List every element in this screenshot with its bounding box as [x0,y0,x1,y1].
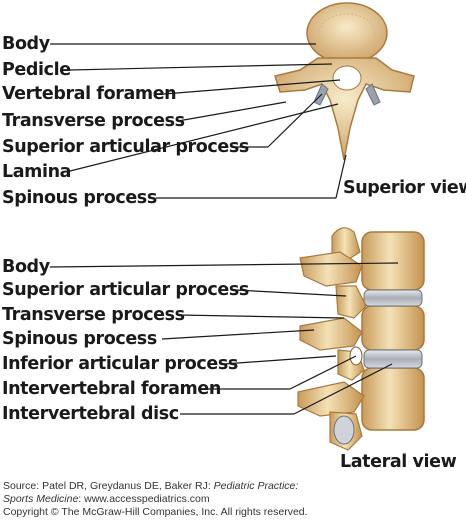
lateral-label-intervertebral-disc: Intervertebral disc [2,404,179,424]
superior-label-superior-articular-process: Superior articular process [2,137,249,157]
source-prefix: Source: Patel DR, Greydanus DE, Baker RJ… [3,480,214,492]
lateral-spine-drawing [297,227,425,451]
lateral-label-transverse-process: Transverse process [2,305,185,325]
lateral-label-inferior-articular-process: Inferior articular process [2,354,238,374]
copyright-line: Copyright © The McGraw-Hill Companies, I… [3,506,308,518]
source-title-continued: Sports Medicine [3,493,79,505]
superior-label-spinous-process: Spinous process [2,188,157,208]
lateral-label-intervertebral-foramen: Intervertebral foramen [2,379,221,399]
superior-view-caption: Superior view [343,178,466,198]
source-citation-line-1: Source: Patel DR, Greydanus DE, Baker RJ… [3,480,298,493]
superior-label-transverse-process: Transverse process [2,111,185,131]
lateral-leader-lines [49,262,399,415]
superior-label-pedicle: Pedicle [2,60,71,80]
vertebral-foramen [332,65,362,91]
superior-label-body: Body [2,34,50,54]
lateral-label-superior-articular-process: Superior articular process [2,280,249,300]
intervertebral-disc-lower [363,349,423,369]
vertebral-arch [274,57,415,161]
lateral-view-caption: Lateral view [340,452,457,472]
superior-label-lamina: Lamina [2,162,72,182]
superior-label-vertebral-foramen: Vertebral foramen [2,84,177,104]
source-title: Pediatric Practice: [213,480,299,492]
intervertebral-disc-upper [363,289,423,307]
lateral-label-body: Body [2,257,50,277]
superior-leader-lines [50,43,347,199]
source-url: : www.accesspediatrics.com [78,493,210,505]
source-url-line: Sports Medicine: www.accesspediatrics.co… [3,493,210,506]
superior-vertebra-drawing [274,2,415,161]
lateral-label-spinous-process: Spinous process [2,329,157,349]
